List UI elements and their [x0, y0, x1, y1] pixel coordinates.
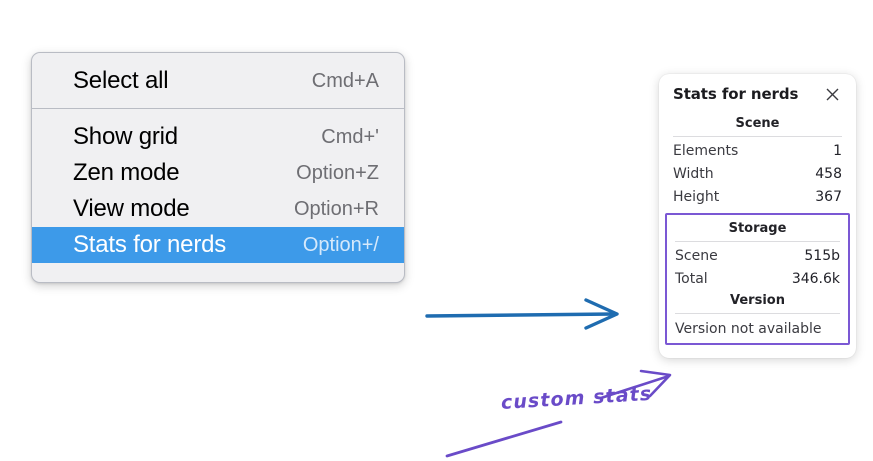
stats-row-key: Width	[673, 166, 714, 183]
custom-stats-highlight-box: Storage Scene 515b Total 346.6k Version …	[665, 213, 850, 346]
stats-row-key: Elements	[673, 143, 739, 159]
close-icon[interactable]	[824, 86, 841, 103]
stats-row-storage-total: Total 346.6k	[674, 268, 841, 291]
stats-row-key: Total	[675, 271, 708, 288]
menu-item-shortcut: Option+R	[293, 198, 379, 220]
stats-row-value: 367	[815, 189, 842, 206]
menu-item-shortcut: Cmd+'	[321, 126, 379, 148]
stats-section-version: Version Version not available	[674, 291, 841, 338]
stats-row-value: 346.6k	[791, 271, 840, 288]
stats-row-key: Scene	[675, 248, 718, 265]
menu-item-label: Select all	[73, 67, 169, 94]
menu-item-view-mode[interactable]: View mode Option+R	[32, 191, 404, 227]
section-rule	[673, 136, 842, 137]
menu-item-select-all[interactable]: Select all Cmd+A	[32, 63, 404, 99]
stats-row-elements: Elements 1	[672, 140, 843, 163]
menu-item-label: View mode	[73, 195, 190, 222]
stats-row-height: Height 367	[672, 186, 843, 209]
section-heading: Version	[730, 293, 785, 309]
menu-item-show-grid[interactable]: Show grid Cmd+'	[32, 119, 404, 155]
blue-arrow-annotation	[425, 298, 619, 330]
stats-section-storage: Storage Scene 515b Total 346.6k	[674, 219, 841, 291]
menu-separator	[32, 108, 404, 109]
stats-panel-titlebar: Stats for nerds	[672, 85, 843, 103]
section-rule	[675, 313, 840, 315]
menu-item-zen-mode[interactable]: Zen mode Option+Z	[32, 155, 404, 191]
menu-top-padding	[32, 53, 404, 63]
stats-row-version-value: Version not available	[675, 321, 822, 338]
menu-item-stats-for-nerds[interactable]: Stats for nerds Option+/	[32, 227, 404, 263]
section-heading: Scene	[735, 116, 780, 131]
stats-panel-title: Stats for nerds	[673, 85, 799, 103]
menu-item-shortcut: Cmd+A	[311, 70, 379, 92]
canvas-context-menu[interactable]: Select all Cmd+A Show grid Cmd+' Zen mod…	[31, 52, 405, 283]
stats-row-value: 458	[815, 166, 842, 183]
stats-row-key: Height	[673, 189, 720, 206]
section-heading: Storage	[728, 221, 787, 237]
stats-row-value: 1	[833, 143, 842, 159]
section-rule	[675, 241, 840, 243]
menu-item-label: Zen mode	[73, 159, 180, 186]
menu-item-shortcut: Option+Z	[296, 162, 379, 184]
purple-underline-annotation	[445, 420, 563, 458]
menu-item-label: Show grid	[73, 123, 178, 150]
menu-group-2: Show grid Cmd+' Zen mode Option+Z View m…	[32, 109, 404, 263]
stats-for-nerds-panel[interactable]: Stats for nerds Scene Elements 1 Width 4…	[659, 74, 856, 359]
menu-group-1: Select all Cmd+A	[32, 63, 404, 99]
stats-row-width: Width 458	[672, 163, 843, 186]
stats-section-scene: Scene Elements 1 Width 458 Height 367	[672, 114, 843, 209]
handwritten-note: custom stats	[500, 382, 653, 414]
stats-row-value: 515b	[804, 248, 840, 265]
menu-item-shortcut: Option+/	[302, 234, 379, 256]
menu-item-label: Stats for nerds	[73, 231, 227, 258]
stats-row-storage-scene: Scene 515b	[674, 245, 841, 268]
menu-bottom-padding	[32, 263, 404, 282]
